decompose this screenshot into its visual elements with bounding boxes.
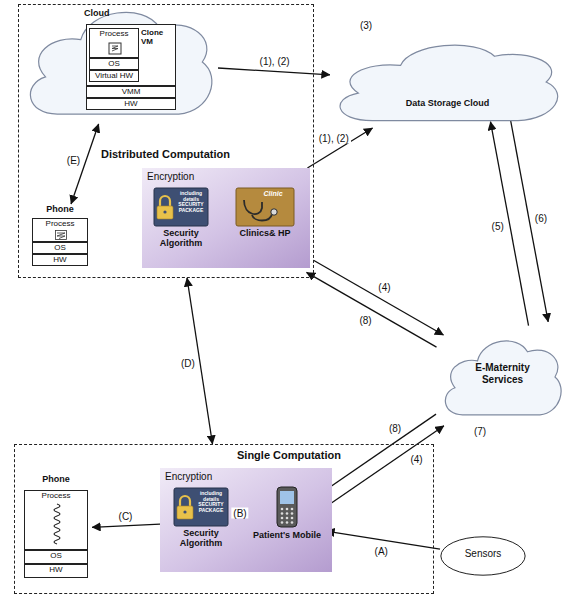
hw-layer: Virtual HW bbox=[89, 70, 139, 82]
os-layer: OS bbox=[32, 242, 88, 254]
node-text: HW bbox=[87, 99, 175, 108]
os-layer: OS bbox=[24, 550, 88, 564]
edge-label: (5) bbox=[490, 220, 506, 231]
hw-layer: HW bbox=[24, 564, 88, 578]
node-text: Data Storage Cloud bbox=[330, 98, 565, 108]
connector-arrow bbox=[71, 124, 99, 204]
process-box: Process bbox=[32, 218, 88, 242]
node-text: Security Algorithm bbox=[150, 228, 212, 249]
encryption-box: Security Algorithm Patient's Mobile Encryp… bbox=[160, 468, 332, 572]
node-text: Clone VM bbox=[141, 28, 175, 46]
connector-arrow bbox=[187, 278, 212, 444]
node-text: Distributed Computation bbox=[101, 148, 281, 161]
edge-label: (4) bbox=[408, 454, 424, 465]
process-box: Process bbox=[89, 28, 139, 58]
callout-number: (7) bbox=[468, 426, 492, 437]
process-box: Process bbox=[24, 490, 88, 550]
node-text: Patient's Mobile bbox=[248, 530, 326, 540]
edge-label: (C) bbox=[117, 510, 135, 521]
node-text: Process bbox=[25, 491, 87, 500]
single-region: ProcessOS HW PhoneSecurity Algorithm Patien… bbox=[14, 444, 434, 594]
edge-label: (4) bbox=[376, 282, 392, 293]
edge-label: (8) bbox=[387, 422, 403, 433]
connector-arrow bbox=[510, 118, 548, 322]
clinics-hp: Clinics& HP bbox=[226, 188, 304, 262]
connector-arrow bbox=[92, 524, 160, 527]
mobile-icon bbox=[275, 486, 299, 528]
node-text: Cloud bbox=[84, 8, 124, 18]
encryption-box: Security Algorithm Clinics& HP Encryption bbox=[142, 168, 310, 268]
edge-label: (6) bbox=[533, 212, 549, 223]
node-text: E-Maternity Services bbox=[460, 362, 545, 385]
edge-label: (E) bbox=[65, 155, 82, 166]
edge-label: (A) bbox=[373, 546, 390, 557]
cloud-outline bbox=[330, 36, 565, 128]
node-text: OS bbox=[90, 59, 138, 68]
phone: ProcessOS HW Phone bbox=[28, 204, 92, 268]
squigh-icon bbox=[55, 230, 67, 240]
sensors-ellipse: Sensors bbox=[440, 536, 526, 576]
node-text: OS bbox=[33, 243, 87, 252]
node-text: Virtual HW bbox=[90, 71, 138, 80]
data-storage-cloud: Data Storage Cloud bbox=[330, 36, 565, 128]
edge-label: (8) bbox=[357, 315, 373, 326]
node-text: Sensors bbox=[440, 548, 526, 560]
node-text: Process bbox=[90, 29, 138, 38]
callout-number: (3) bbox=[354, 20, 378, 31]
hw-layer: HW bbox=[32, 254, 88, 266]
os-layer: OS bbox=[89, 58, 139, 70]
security-algorithm: Security Algorithm bbox=[170, 488, 232, 562]
edge-label: (1), (2) bbox=[317, 132, 351, 143]
edge-label: (D) bbox=[179, 357, 197, 368]
squigv-icon bbox=[51, 504, 63, 548]
lock-icon bbox=[174, 488, 228, 526]
node-text: OS bbox=[25, 551, 87, 560]
connector-arrow bbox=[330, 426, 444, 504]
node-text: HW bbox=[25, 565, 87, 574]
node-text: Single Computation bbox=[237, 449, 397, 462]
node-text: Security Algorithm bbox=[170, 528, 232, 549]
node-text: HW bbox=[33, 255, 87, 264]
connector-arrow bbox=[326, 531, 440, 549]
node-text: Encryption bbox=[147, 171, 237, 183]
e-maternity-cloud: E-Maternity Services bbox=[440, 332, 565, 422]
connector-arrow bbox=[307, 272, 437, 347]
clone-vm-box: ProcessOS Virtual HW Clone VM bbox=[86, 24, 176, 86]
patients-mobile: Patient's Mobile bbox=[248, 486, 326, 564]
hw-layer: HW bbox=[86, 98, 176, 110]
node-text: Clinics& HP bbox=[226, 228, 304, 238]
node-text: Encryption bbox=[165, 471, 255, 483]
connector-arrow bbox=[313, 260, 443, 335]
node-text: Phone bbox=[20, 474, 92, 484]
cloud-shape: ProcessOS Virtual HW Clone VM VMM HW Cloud bbox=[22, 0, 218, 124]
clinic-icon bbox=[236, 188, 294, 226]
procbox-icon bbox=[108, 42, 122, 55]
node-text: VMM bbox=[87, 87, 175, 96]
node-text: Phone bbox=[28, 204, 92, 214]
security-algorithm: Security Algorithm bbox=[150, 188, 212, 262]
edge-label: (1), (2) bbox=[258, 56, 292, 67]
phone: ProcessOS HW Phone bbox=[20, 474, 92, 584]
node-text: Process bbox=[33, 219, 87, 228]
connector-arrow bbox=[490, 122, 528, 326]
connector-arrow bbox=[307, 128, 372, 168]
lock-icon bbox=[154, 188, 208, 226]
vmm-layer: VMM bbox=[86, 86, 176, 98]
